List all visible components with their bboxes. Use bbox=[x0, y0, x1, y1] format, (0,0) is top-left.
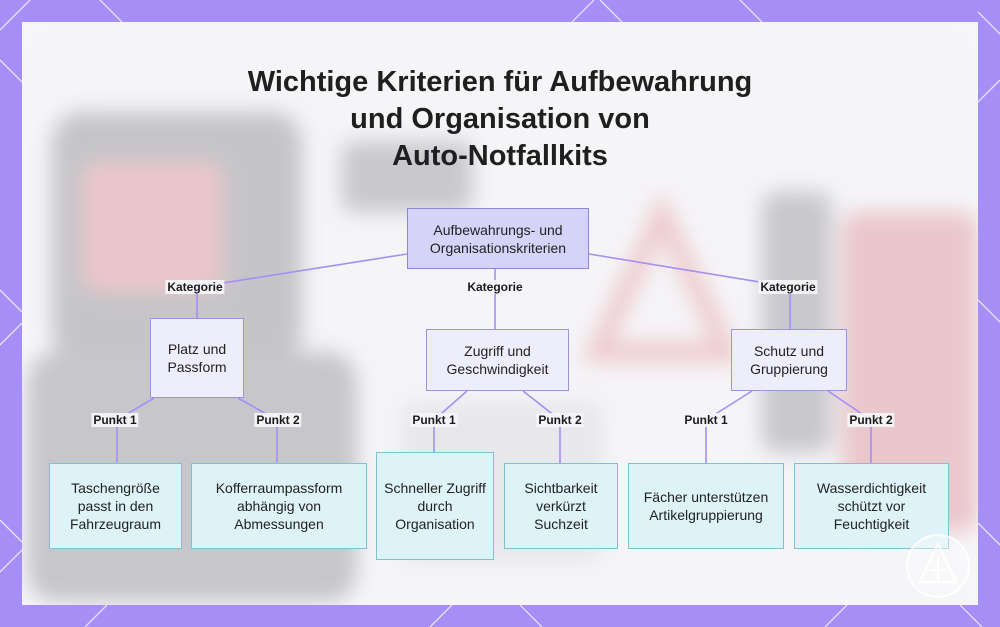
watermark-logo-icon bbox=[906, 534, 970, 598]
connector-root-cat1 bbox=[196, 253, 408, 288]
point-node-taschengroesse: Taschengröße passt in den Fahrzeugraum bbox=[49, 463, 182, 549]
edge-label-cat2-point-1: Punkt 1 bbox=[410, 413, 458, 427]
edge-label-cat2-point-2: Punkt 2 bbox=[536, 413, 584, 427]
point-node-faecher: Fächer unterstützen Artikelgruppierung bbox=[628, 463, 784, 549]
diagram-title: Wichtige Kriterien für Aufbewahrung und … bbox=[200, 64, 800, 175]
title-line-2: und Organisation von bbox=[350, 103, 650, 135]
category-node-platz: Platz und Passform bbox=[150, 318, 244, 398]
title-line-3: Auto-Notfallkits bbox=[392, 140, 608, 172]
point-node-schneller-zugriff: Schneller Zugriff durch Organisation bbox=[376, 452, 494, 560]
edge-label-category-3: Kategorie bbox=[758, 280, 818, 294]
diagram-card: Wichtige Kriterien für Aufbewahrung und … bbox=[22, 22, 978, 605]
edge-label-category-2: Kategorie bbox=[465, 280, 525, 294]
edge-label-cat1-point-2: Punkt 2 bbox=[254, 413, 302, 427]
point-node-sichtbarkeit: Sichtbarkeit verkürzt Suchzeit bbox=[504, 463, 618, 549]
title-line-1: Wichtige Kriterien für Aufbewahrung bbox=[247, 66, 753, 98]
category-node-zugriff: Zugriff und Geschwindigkeit bbox=[426, 329, 569, 391]
edge-label-cat3-point-1: Punkt 1 bbox=[682, 413, 730, 427]
point-node-wasserdichtigkeit: Wasserdichtigkeit schützt vor Feuchtigke… bbox=[794, 463, 949, 549]
edge-label-cat1-point-1: Punkt 1 bbox=[91, 413, 139, 427]
category-node-schutz: Schutz und Gruppierung bbox=[731, 329, 847, 391]
edge-label-category-1: Kategorie bbox=[165, 280, 225, 294]
point-node-kofferraumpassform: Kofferraumpassform abhängig von Abmessun… bbox=[191, 463, 367, 549]
root-node: Aufbewahrungs- und Organisationskriterie… bbox=[407, 208, 589, 269]
edge-label-cat3-point-2: Punkt 2 bbox=[847, 413, 895, 427]
connector-root-cat3 bbox=[588, 253, 791, 288]
